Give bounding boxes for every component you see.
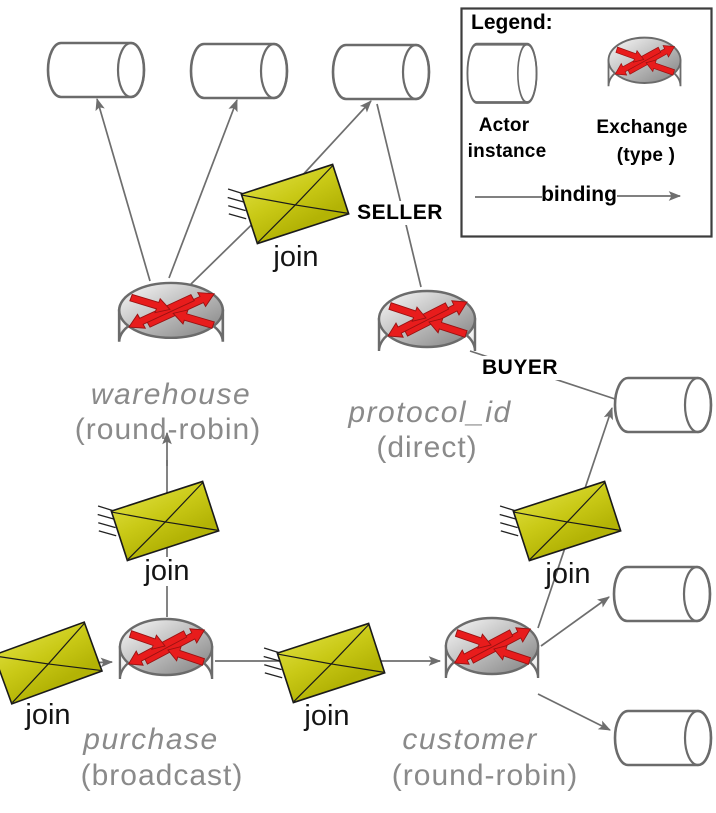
routing-key-buyer: BUYER (478, 356, 562, 381)
exchange-purchase-icon (118, 617, 214, 681)
legend-actor-cylinder-icon (466, 42, 538, 104)
legend-binding-label: binding (541, 183, 617, 206)
message-label-join-5: join (545, 558, 591, 590)
legend-actor-label-line1: Actor (478, 115, 530, 136)
exchange-protocol-id-type: (direct) (376, 431, 478, 464)
exchange-purchase-type: (broadcast) (80, 759, 244, 792)
exchange-customer-name: customer (402, 723, 538, 756)
message-label-join-1: join (273, 241, 319, 273)
actor-instance-cylinder-4 (613, 376, 713, 434)
legend-title: Legend: (471, 11, 553, 34)
message-label-join-3: join (25, 699, 71, 731)
exchange-warehouse-name: warehouse (90, 378, 252, 411)
actor-instance-cylinder-3 (331, 43, 431, 101)
binding-customer-queue5 (540, 596, 610, 647)
binding-warehouse-join-segment (190, 195, 282, 285)
envelope-join-icon-5 (492, 472, 622, 567)
binding-warehouse-queue1 (95, 97, 151, 282)
binding-customer-queue6 (537, 693, 611, 731)
actor-instance-cylinder-5 (612, 565, 712, 623)
envelope-join-icon-1 (220, 155, 350, 250)
exchange-customer-type: (round-robin) (391, 759, 579, 792)
binding-join-purchase (85, 657, 114, 668)
binding-join-queue3 (298, 100, 372, 180)
binding-customer-queue4 (537, 406, 613, 629)
legend-exchange-icon (607, 36, 682, 88)
actor-instance-cylinder-6 (613, 709, 713, 767)
routing-key-seller: SELLER (354, 201, 446, 226)
envelope-join-icon-3 (0, 612, 103, 711)
legend-actor-label-line2: instance (467, 141, 547, 162)
actor-instance-cylinder-2 (189, 42, 289, 100)
exchange-protocol-id-icon (377, 289, 477, 353)
envelope-join-icon-4 (256, 614, 386, 709)
exchange-purchase-name: purchase (83, 723, 219, 756)
exchange-warehouse-icon (117, 281, 225, 344)
envelope-join-icon-2 (90, 472, 220, 567)
message-label-join-4: join (304, 700, 350, 732)
exchange-protocol-id-name: protocol_id (348, 396, 512, 429)
legend-exchange-label-line1: Exchange (596, 117, 688, 138)
binding-protocol-seller (376, 103, 422, 288)
binding-warehouse-queue2 (168, 98, 238, 279)
exchange-warehouse-type: (round-robin) (74, 413, 262, 446)
legend-exchange-label-line2: (type ) (616, 145, 676, 166)
message-label-join-2: join (141, 557, 193, 586)
actor-instance-cylinder-1 (46, 41, 146, 99)
exchange-customer-icon (444, 616, 540, 680)
